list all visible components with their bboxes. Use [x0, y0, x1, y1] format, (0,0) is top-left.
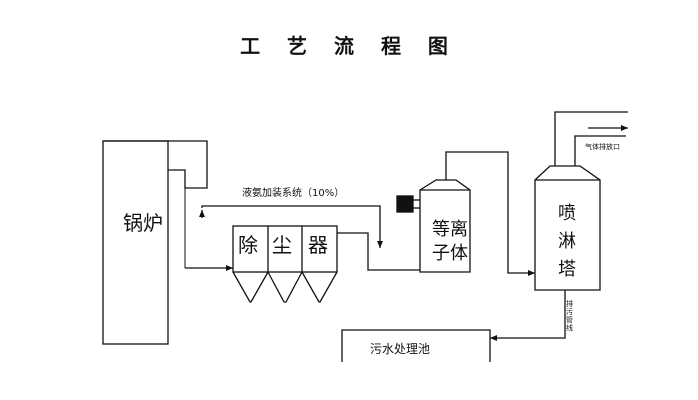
- wastewater-pool-label: 污水处理池: [370, 342, 431, 356]
- plasma-label: 等离子体: [432, 219, 468, 264]
- plasma-to-tower: [445, 151, 535, 276]
- dust-collector-label-3: 器: [308, 233, 328, 257]
- plasma-electrode: [396, 195, 414, 213]
- sewage-pipe: [490, 290, 566, 341]
- tower-stack-2: [574, 135, 626, 166]
- wastewater-pool: [341, 329, 491, 362]
- exhaust-outlet-label: 气体排放口: [585, 143, 620, 151]
- hopper-2: [267, 271, 303, 303]
- spray-tower-label: 喷淋塔: [558, 203, 576, 280]
- boiler-box: [102, 140, 169, 345]
- boiler-chimney: [103, 140, 208, 189]
- dust-collector-label-2: 尘: [272, 233, 292, 257]
- dust-collector-box: [232, 225, 338, 273]
- ammonia-line: [201, 205, 383, 248]
- collector-outlet: [337, 232, 420, 271]
- diagram-title: 工 艺 流 程 图: [240, 34, 458, 58]
- ammonia-system-label: 液氨加装系统（10%）: [242, 188, 345, 199]
- dust-collector-label-1: 除: [238, 233, 258, 257]
- sewage-pipe-label: 排污管线: [566, 300, 573, 332]
- boiler-label: 锅炉: [123, 211, 163, 235]
- tower-stack: [554, 111, 628, 166]
- hopper-1: [232, 271, 269, 303]
- hopper-3: [301, 271, 338, 303]
